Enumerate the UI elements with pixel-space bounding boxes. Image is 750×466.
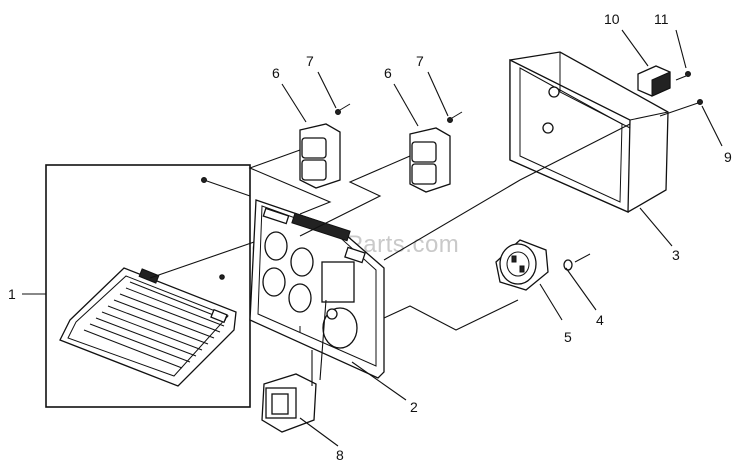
leader-2	[351, 361, 407, 401]
leader-7a	[317, 71, 337, 109]
part-3-housing	[509, 51, 673, 247]
part-1-cover-detail	[22, 164, 261, 408]
part-9-screw	[659, 99, 723, 147]
callout-10: 10	[604, 11, 620, 27]
leader-3	[639, 207, 673, 247]
leader-4	[565, 267, 597, 311]
part-8-switch	[261, 373, 339, 447]
wire-housing	[383, 123, 631, 261]
part-7-screw-a	[317, 71, 351, 115]
wire-switch-b	[319, 299, 327, 381]
leader-8	[299, 417, 339, 447]
wire-twist-lock	[383, 299, 519, 331]
callout-6a: 6	[272, 65, 280, 81]
leader-6a	[281, 83, 307, 123]
leader-5	[539, 283, 563, 321]
switch-cutout	[321, 261, 355, 303]
callout-2: 2	[410, 399, 418, 415]
outlet-hole	[288, 283, 312, 313]
part-5-twist-lock	[495, 239, 563, 321]
outlet-hole	[290, 247, 314, 277]
part-7-screw-b	[427, 71, 463, 123]
wire-receptacle-a	[248, 149, 332, 215]
part-10-block	[621, 29, 671, 97]
callout-8: 8	[336, 447, 344, 463]
part-6-receptacle-b	[393, 83, 451, 193]
callout-3: 3	[672, 247, 680, 263]
part-11-screw	[675, 29, 691, 81]
callout-4: 4	[596, 312, 604, 328]
wire-receptacle-b	[299, 155, 411, 237]
callout-1: 1	[8, 286, 16, 302]
outlet-hole	[264, 231, 288, 261]
part-4-nut	[563, 253, 597, 311]
leader-11	[675, 29, 687, 69]
callout-5: 5	[564, 329, 572, 345]
leader-6b	[393, 83, 419, 127]
outlet-hole	[262, 267, 286, 297]
callout-7a: 7	[306, 53, 314, 69]
callout-9: 9	[724, 149, 732, 165]
callout-7b: 7	[416, 53, 424, 69]
leader-9	[701, 105, 723, 147]
callout-6b: 6	[384, 65, 392, 81]
wiring-lines	[248, 123, 631, 386]
leader-10	[621, 29, 649, 67]
callout-11: 11	[654, 11, 669, 27]
part-6-receptacle-a	[281, 83, 341, 189]
part-2-faceplate	[249, 199, 407, 401]
faceplate-breaker-strip	[291, 212, 351, 242]
leader-7b	[427, 71, 449, 117]
